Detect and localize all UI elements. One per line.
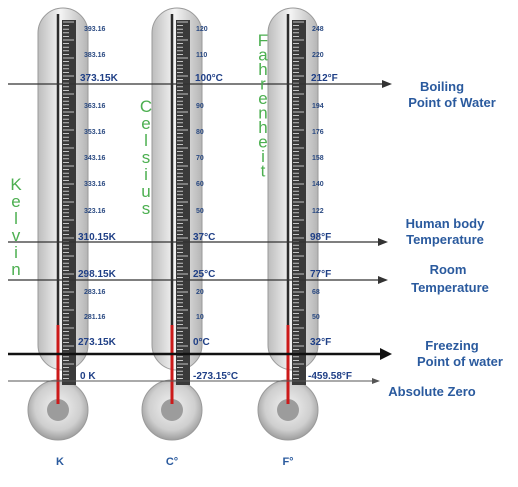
absolute-zero-annotation: Absolute Zero (388, 384, 475, 399)
celsius-boiling-label: 100°C (195, 73, 223, 84)
room-annotation-line1: Room (430, 262, 467, 277)
fahrenheit-tick-label: 122 (312, 208, 324, 215)
fahrenheit-tick-label: 50 (312, 314, 320, 321)
kelvin-scale-strip (62, 20, 76, 385)
fahrenheit-thermometer (257, 7, 319, 441)
body-temp-arrowhead-icon (378, 238, 388, 246)
celsius-absolute-zero-label: -273.15°C (193, 371, 238, 382)
kelvin-boiling-label: 373.15K (80, 73, 119, 84)
fahrenheit-tick-label: 194 (312, 103, 324, 110)
kelvin-tick-label: 283.16 (84, 289, 106, 296)
annotations: Boiling Point of Water Human body Temper… (388, 79, 503, 399)
boiling-arrowhead-icon (382, 80, 392, 88)
room-temp-arrowhead-icon (378, 276, 388, 284)
kelvin-tick-label: 363.16 (84, 103, 106, 110)
body-annotation-line2: Temperature (406, 232, 484, 247)
fahrenheit-tick-labels: 248 220 194 176 158 140 122 68 50 (312, 26, 324, 321)
celsius-tick-label: 60 (196, 181, 204, 188)
freezing-annotation-line2: Point of water (417, 354, 503, 369)
kelvin-tick-label: 343.16 (84, 155, 106, 162)
celsius-unit-label: C° (166, 456, 178, 468)
celsius-tick-label: 80 (196, 129, 204, 136)
fahrenheit-unit-label: F° (282, 456, 293, 468)
kelvin-tick-label: 353.16 (84, 129, 106, 136)
kelvin-tick-labels: 393.16 383.16 363.16 353.16 343.16 333.1… (84, 26, 106, 321)
kelvin-thermometer (27, 7, 89, 441)
kelvin-tick-label: 383.16 (84, 52, 106, 59)
celsius-tick-label: 50 (196, 208, 204, 215)
absolute-zero-arrowhead-icon (372, 378, 380, 384)
kelvin-room-label: 298.15K (78, 269, 117, 280)
boiling-annotation-line1: Boiling (420, 79, 464, 94)
fahrenheit-bulb-core (277, 399, 299, 421)
celsius-tick-labels: 120 110 90 80 70 60 50 20 10 (196, 26, 208, 321)
boiling-annotation-line2: Point of Water (408, 95, 496, 110)
celsius-body-label: 37°C (193, 232, 215, 243)
celsius-bulb-core (161, 399, 183, 421)
fahrenheit-tick-label: 220 (312, 52, 324, 59)
fahrenheit-tick-label: 248 (312, 26, 324, 33)
kelvin-absolute-zero-label: 0 K (80, 371, 96, 382)
kelvin-body-label: 310.15K (78, 232, 117, 243)
kelvin-tick-label: 393.16 (84, 26, 106, 33)
kelvin-bulb-core (47, 399, 69, 421)
celsius-scale-strip (176, 20, 190, 385)
kelvin-unit-label: K (56, 456, 64, 468)
fahrenheit-room-label: 77°F (310, 269, 331, 280)
celsius-tick-label: 110 (196, 52, 207, 59)
tick-marks (63, 21, 304, 379)
fahrenheit-absolute-zero-label: -459.58°F (308, 371, 352, 382)
fahrenheit-tick-label: 68 (312, 289, 320, 296)
celsius-tick-label: 10 (196, 314, 204, 321)
body-annotation-line1: Human body (406, 216, 485, 231)
fahrenheit-body-label: 98°F (310, 232, 331, 243)
fahrenheit-tick-label: 140 (312, 181, 324, 188)
kelvin-tick-label: 333.16 (84, 181, 106, 188)
celsius-tick-label: 90 (196, 103, 204, 110)
fahrenheit-tick-label: 176 (312, 129, 324, 136)
fahrenheit-boiling-label: 212°F (311, 73, 338, 84)
celsius-tick-label: 20 (196, 289, 204, 296)
unit-labels: K C° F° (56, 456, 294, 468)
celsius-tick-label: 70 (196, 155, 204, 162)
reference-lines (8, 80, 392, 384)
kelvin-tick-label: 323.16 (84, 208, 106, 215)
kelvin-tick-label: 281.16 (84, 314, 106, 321)
freezing-arrowhead-icon (380, 348, 392, 360)
celsius-freezing-label: 0°C (193, 337, 210, 348)
celsius-tick-label: 120 (196, 26, 208, 33)
celsius-room-label: 25°C (193, 269, 215, 280)
room-annotation-line2: Temperature (411, 280, 489, 295)
freezing-annotation-line1: Freezing (425, 338, 479, 353)
fahrenheit-scale-strip (292, 20, 306, 385)
fahrenheit-freezing-label: 32°F (310, 337, 331, 348)
fahrenheit-tick-label: 158 (312, 155, 324, 162)
kelvin-freezing-label: 273.15K (78, 337, 117, 348)
key-value-labels: 373.15K 100°C 212°F 310.15K 37°C 98°F 29… (78, 73, 352, 382)
